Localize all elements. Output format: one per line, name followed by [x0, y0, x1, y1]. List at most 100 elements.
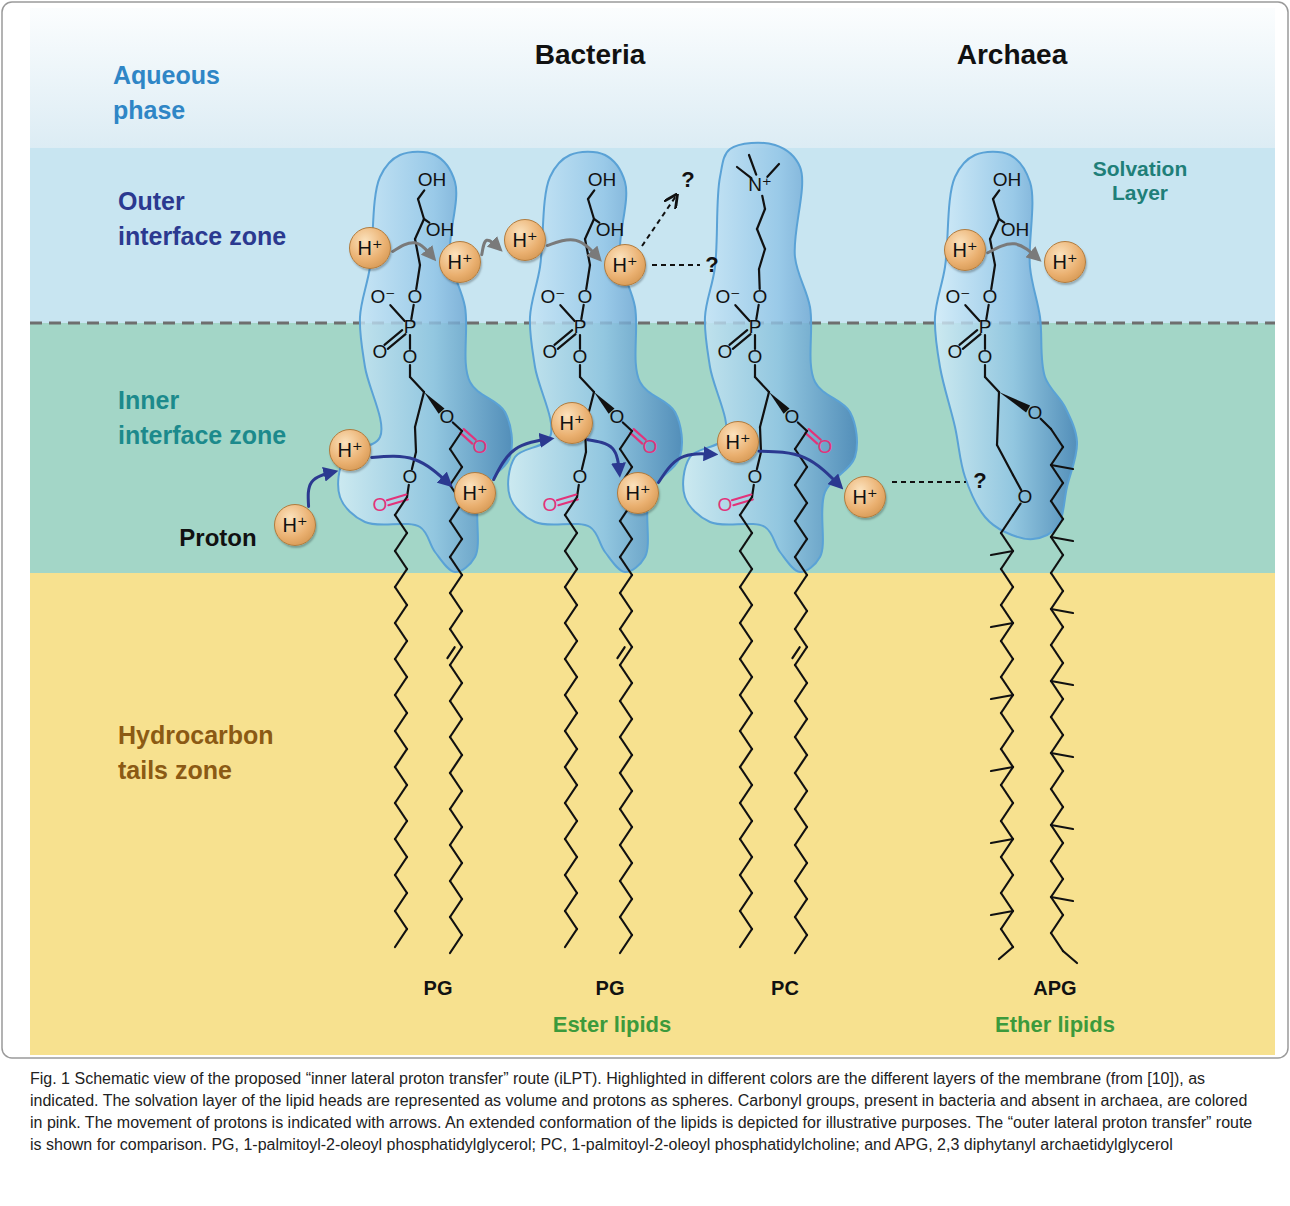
bond: [760, 392, 769, 427]
bond: [1051, 717, 1063, 735]
bond: [620, 881, 632, 899]
bond: [1051, 519, 1063, 537]
atom-symbol: N⁺: [748, 174, 772, 196]
bond: [565, 839, 577, 857]
bond: [1001, 659, 1013, 677]
bond: [740, 713, 752, 731]
bond: [450, 467, 462, 485]
bond: [795, 575, 807, 593]
bond: [795, 719, 807, 737]
proton-transfer-arrow: [482, 240, 500, 254]
bond: [740, 551, 752, 569]
bond: [620, 827, 632, 845]
proton-sphere: H⁺: [551, 402, 593, 444]
zone-label: Inner interface zone: [118, 383, 290, 453]
bond: [1001, 749, 1013, 767]
bond: [450, 863, 462, 881]
methyl-branch: [991, 695, 1013, 699]
bond: [1051, 915, 1063, 933]
bond: [585, 219, 594, 239]
double-bond: [792, 647, 799, 658]
bond: [1051, 591, 1063, 609]
atom-symbol: OH: [418, 169, 447, 191]
bond: [418, 199, 424, 219]
atom-symbol: P: [574, 316, 587, 338]
methyl-branch: [1063, 951, 1077, 963]
zone-label: Outer interface zone: [118, 184, 290, 254]
atom-symbol: O: [1018, 486, 1033, 508]
bond: [993, 199, 999, 219]
bond: [565, 587, 577, 605]
bond: [415, 219, 424, 239]
atom-symbol: O⁻: [541, 286, 566, 308]
solvation-volume: [683, 143, 857, 572]
bond: [795, 593, 807, 611]
atom-symbol: OH: [1001, 219, 1030, 241]
bond: [450, 557, 462, 575]
bond: [1001, 641, 1013, 659]
bond: [735, 305, 749, 321]
methyl-branch: [1051, 753, 1073, 757]
bond: [1051, 573, 1063, 591]
bond: [450, 845, 462, 863]
bond: [450, 503, 462, 521]
bond: [1051, 663, 1063, 681]
bond: [997, 392, 999, 445]
bond: [395, 731, 407, 749]
zone-separator: [30, 322, 1275, 325]
bond: [418, 190, 424, 199]
atom-symbol: O: [403, 466, 418, 488]
methyl-branch: [991, 767, 1013, 771]
double-bond: [557, 495, 576, 501]
bond: [450, 539, 462, 557]
bond: [395, 713, 407, 731]
atom-symbol: O: [440, 406, 455, 428]
bond: [395, 677, 407, 695]
bond: [565, 659, 577, 677]
bond: [416, 265, 420, 289]
bond: [620, 683, 632, 701]
lipid-skeleton: [729, 155, 820, 953]
double-bond: [387, 495, 406, 501]
column-heading: Bacteria: [535, 39, 646, 71]
bond: [795, 935, 807, 953]
proton-label: H⁺: [626, 481, 651, 505]
proton-label: H⁺: [448, 250, 473, 274]
bond: [620, 719, 632, 737]
bond: [795, 557, 807, 575]
region-note: Solvation Layer: [1080, 157, 1200, 205]
bond: [620, 521, 632, 539]
bond: [565, 785, 577, 803]
carbonyl-oxygen: O: [373, 494, 388, 516]
dashed-query-line: [652, 264, 700, 266]
bond: [795, 431, 807, 449]
atom-symbol: O: [543, 341, 558, 363]
bond: [985, 377, 999, 392]
atom-symbol: O⁻: [371, 286, 396, 308]
bond: [1001, 533, 1013, 551]
bond: [740, 731, 752, 749]
methyl-branch: [991, 839, 1013, 843]
atom-symbol: O: [408, 286, 423, 308]
bond: [620, 809, 632, 827]
atom-symbol: O: [978, 346, 993, 368]
proton-label: H⁺: [463, 481, 488, 505]
bond: [620, 737, 632, 755]
atom-symbol: OH: [426, 219, 455, 241]
bond: [450, 809, 462, 827]
bond: [620, 863, 632, 881]
bond: [395, 695, 407, 713]
bond: [565, 497, 577, 515]
atom-symbol: O: [748, 346, 763, 368]
bond: [620, 701, 632, 719]
bond: [620, 611, 632, 629]
bond: [991, 265, 995, 289]
bond: [740, 659, 752, 677]
bond: [450, 449, 462, 467]
methyl-branch: [991, 623, 1013, 627]
bond: [565, 911, 577, 929]
bond: [620, 899, 632, 917]
bond: [759, 249, 765, 269]
bond: [565, 731, 577, 749]
bond: [620, 935, 632, 953]
